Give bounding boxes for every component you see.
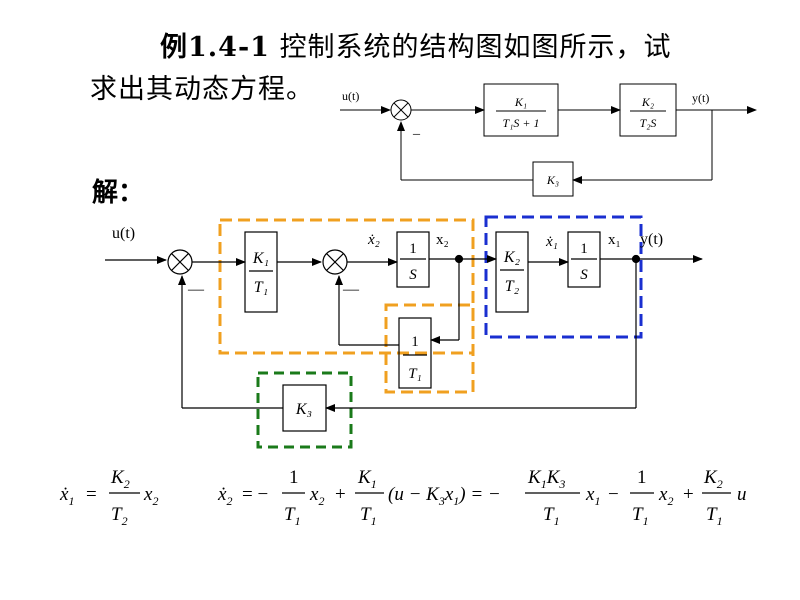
- svg-text:1: 1: [289, 467, 299, 488]
- block-k2-over-t2-num: K₂: [503, 249, 521, 266]
- problem-label: 例1.4-1: [160, 32, 270, 63]
- signal-x1: x₁: [608, 232, 621, 248]
- svg-text:x2: x2: [143, 484, 158, 508]
- svg-text:(u − K3x1) = −: (u − K3x1) = −: [388, 484, 501, 508]
- equation-2: ẋ2 = − 1 T1 x2 + K1 T1 (u − K3x1) = − K1…: [217, 467, 747, 528]
- svg-text:T1: T1: [706, 504, 723, 528]
- block-integrator-1-num: 1: [409, 241, 417, 257]
- svg-text:x1: x1: [585, 484, 600, 508]
- signal-x2-dot: ẋ₂: [367, 232, 380, 248]
- svg-text:T1: T1: [360, 504, 377, 528]
- equation-1: ẋ1 = K2 T2 x2: [59, 467, 158, 528]
- top-output-label: y(t): [692, 91, 709, 105]
- svg-text:x2: x2: [658, 484, 673, 508]
- equations: ẋ1 = K2 T2 x2 ẋ2 = − 1 T1 x2 + K1 T1 (u …: [59, 467, 747, 528]
- svg-text:+: +: [683, 484, 694, 505]
- svg-text:ẋ2: ẋ2: [217, 484, 232, 508]
- top-block-k3: [532, 161, 574, 197]
- svg-text:=: =: [86, 484, 97, 505]
- bottom-minus-sign-2: —: [342, 281, 360, 298]
- top-block-k2-num: K₂: [641, 95, 654, 109]
- top-input-label: u(t): [342, 89, 359, 103]
- top-block-k1-num: K₁: [514, 95, 527, 109]
- svg-text:T2: T2: [111, 504, 128, 528]
- svg-text:K1K3: K1K3: [527, 467, 565, 491]
- signal-x2: x₂: [436, 232, 449, 248]
- block-k1-over-t1-num: K₁: [252, 250, 269, 267]
- orange-dashed-group: [218, 218, 475, 355]
- svg-text:K1: K1: [357, 467, 377, 491]
- block-k2-over-t2-den: T₂: [505, 278, 520, 295]
- solution-label: 解：: [92, 178, 145, 208]
- block-k3-label: K₃: [295, 401, 312, 418]
- block-integrator-1-den: S: [409, 267, 417, 283]
- block-inner-feedback: [398, 317, 432, 389]
- top-block-k2-den: T₂S: [640, 116, 657, 130]
- svg-text:K2: K2: [110, 467, 130, 491]
- block-k1-over-t1: [244, 231, 278, 313]
- svg-text:T1: T1: [543, 504, 560, 528]
- block-integrator-2-den: S: [580, 267, 588, 283]
- orange-dashed-group-extension: [384, 303, 475, 394]
- bottom-minus-sign-1: —: [187, 281, 205, 298]
- bottom-input-label: u(t): [112, 225, 135, 242]
- top-minus-sign: _: [412, 122, 421, 137]
- problem-text-1: 控制系统的结构图如图所示，试: [279, 32, 672, 63]
- blue-dashed-group: [484, 215, 643, 339]
- svg-text:−: −: [608, 484, 619, 505]
- svg-text:u: u: [737, 484, 747, 505]
- block-inner-feedback-den: T₁: [408, 366, 422, 382]
- block-k1-over-t1-den: T₁: [254, 279, 268, 296]
- bottom-output-label: y(t): [640, 231, 663, 248]
- block-inner-feedback-num: 1: [411, 334, 419, 350]
- signal-x1-dot: ẋ₁: [545, 234, 558, 250]
- svg-text:x2: x2: [309, 484, 324, 508]
- top-block-k3-label: K₃: [546, 173, 559, 187]
- problem-heading: 例1.4-1 控制系统的结构图如图所示，试: [160, 30, 672, 66]
- bottom-block-diagram: u(t) — K₁ T₁ — ẋ₂ 1 S x₂ 1 T₁: [105, 215, 703, 449]
- block-k2-over-t2: [495, 231, 529, 313]
- svg-text:1: 1: [637, 467, 647, 488]
- svg-text:= −: = −: [242, 484, 268, 505]
- svg-text:T1: T1: [632, 504, 649, 528]
- top-block-k1-den: T₁S + 1: [503, 116, 540, 130]
- svg-text:K2: K2: [703, 467, 723, 491]
- svg-text:T1: T1: [284, 504, 301, 528]
- top-block-diagram: u(t) _ K₁ T₁S + 1 K₂ T₂S y(t) K₃: [340, 83, 757, 197]
- block-integrator-2-num: 1: [580, 241, 588, 257]
- svg-text:ẋ1: ẋ1: [59, 484, 74, 508]
- svg-text:+: +: [335, 484, 346, 505]
- problem-text-2: 求出其动态方程。: [90, 74, 314, 105]
- green-dashed-group: [256, 371, 353, 449]
